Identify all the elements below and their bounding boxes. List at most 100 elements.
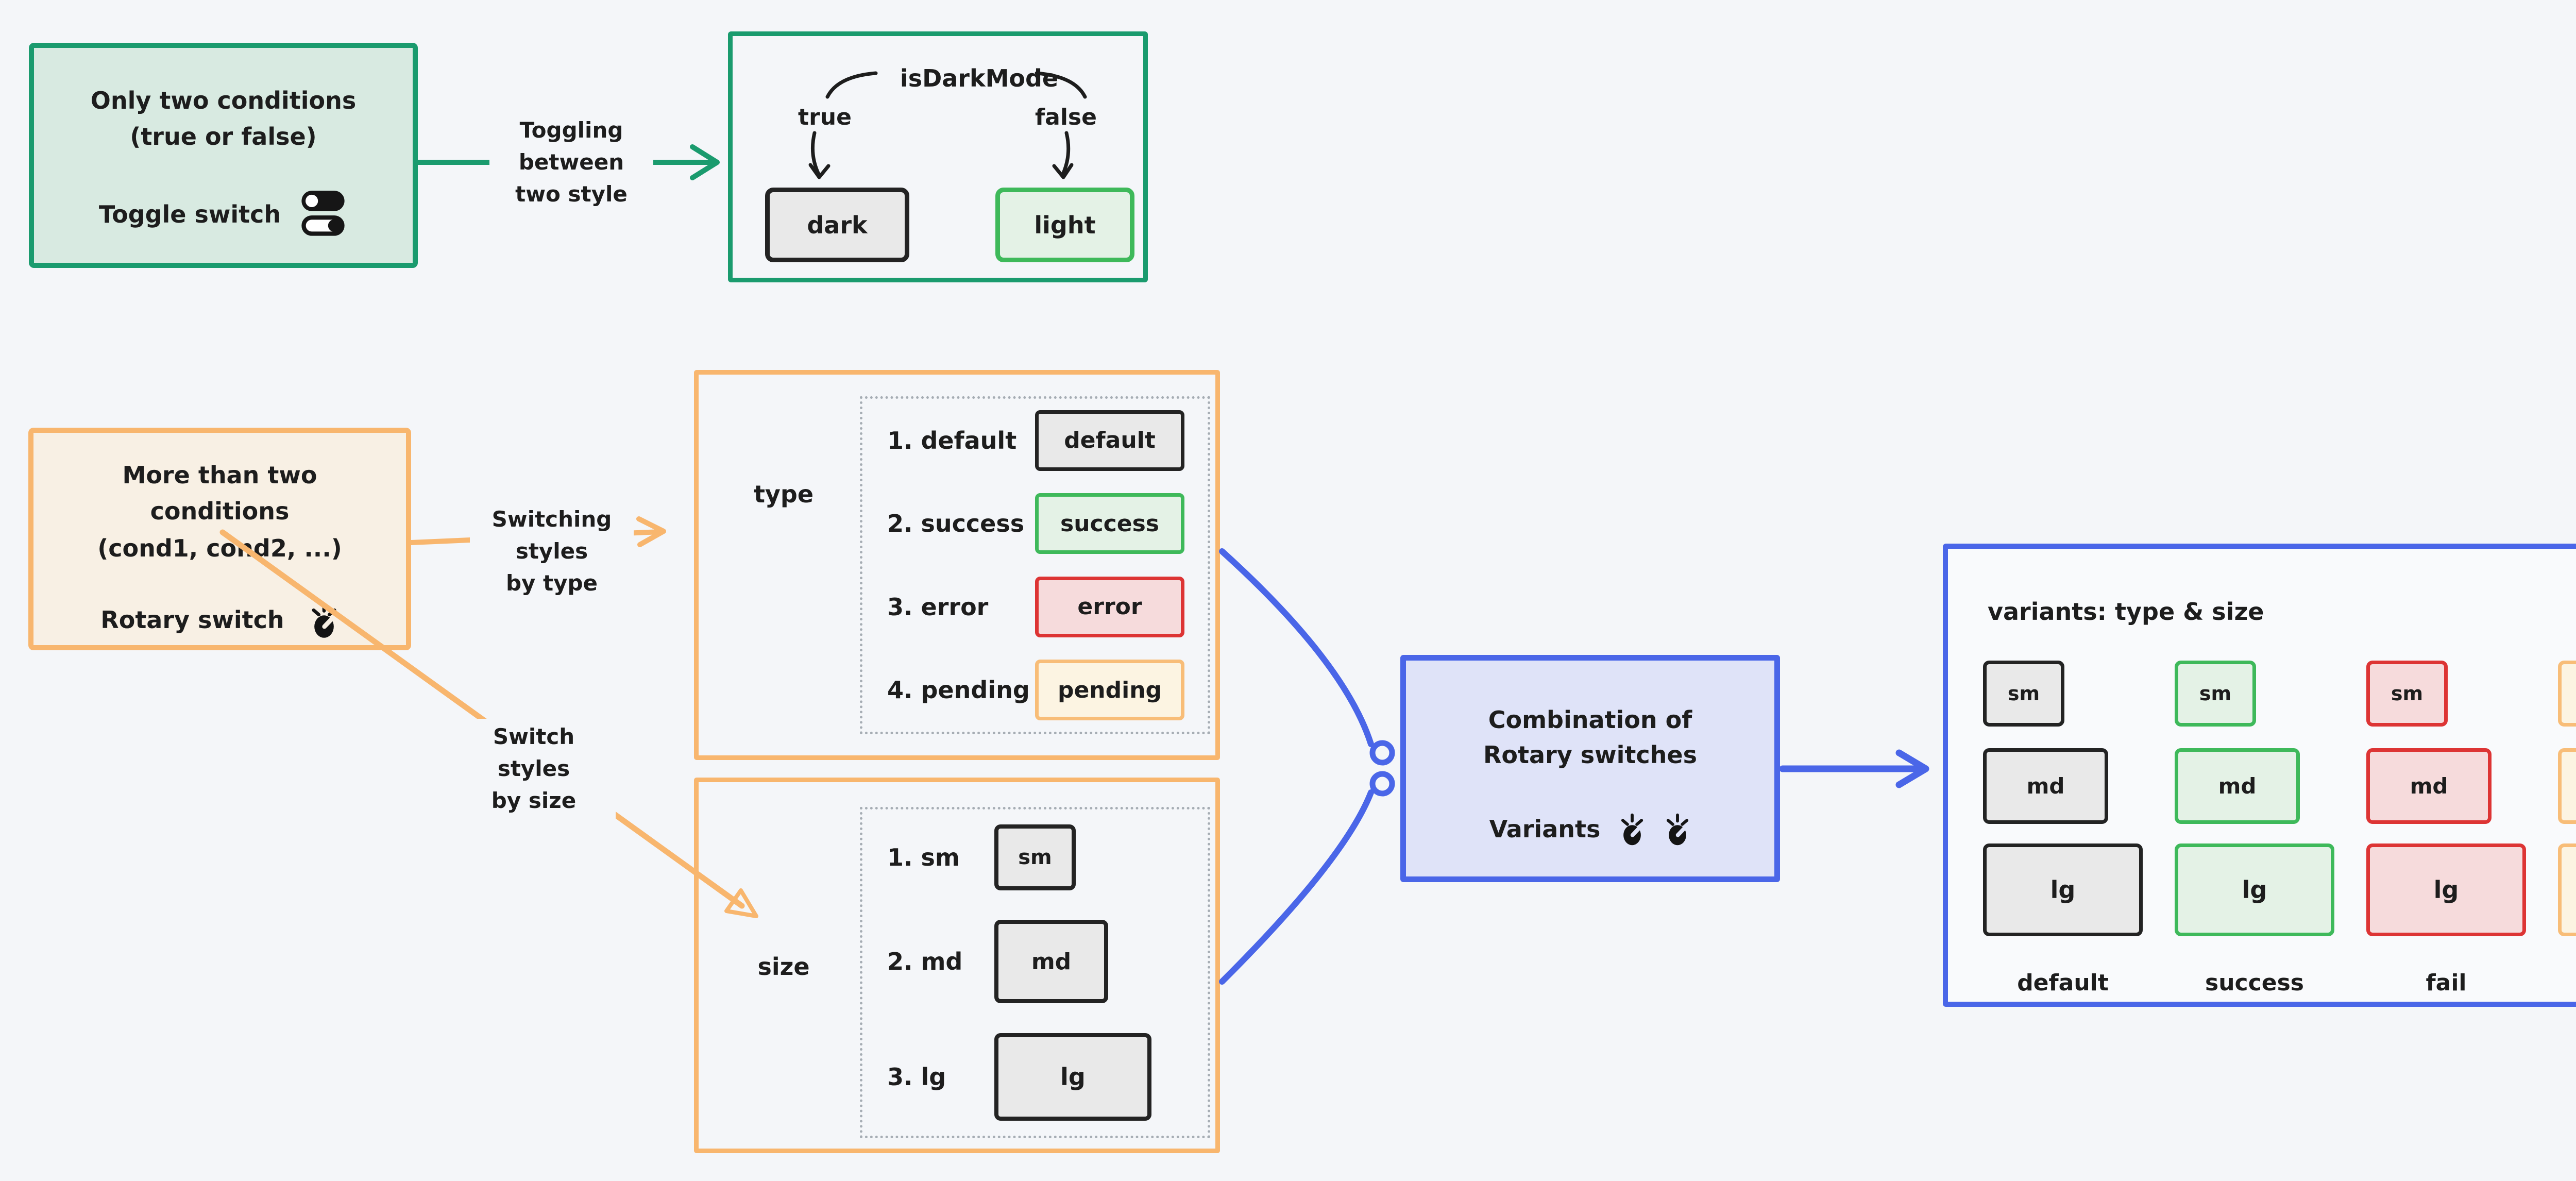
sm-button[interactable]: sm [994,824,1076,890]
rotary-box-line4: Rotary switch [100,606,284,634]
rotary-box-line4-row: Rotary switch [33,592,406,648]
variant-default-lg-button[interactable]: lg [1983,843,2143,936]
size-option-3-label: 3. lg [887,1063,946,1091]
type-option-row: 4. pending pending [862,660,1208,721]
light-button[interactable]: light [995,188,1134,262]
variant-success-lg-button[interactable]: lg [2175,843,2334,936]
variant-cell-label: lg [2242,876,2267,904]
size-option-row: 1. sm sm [862,824,1208,890]
type-arrow-label: Switching styles by type [470,501,634,601]
type-option-row: 3. error error [862,576,1208,637]
type-box-label: type [753,480,814,508]
variant-cell-label: lg [2433,876,2459,904]
size-arrow-label: Switch styles by size [452,719,616,819]
variant-pending-lg-button[interactable]: lg [2558,843,2576,936]
combination-arrowhead-icon [1895,749,1929,788]
combination-line1: Combination of [1488,706,1692,734]
size-arrow-label-line1: Switch [493,724,575,749]
toggling-arrowhead-icon [690,144,720,180]
variants-title: variants: type & size [1988,598,2264,626]
variant-cell-label: md [2218,773,2257,799]
variant-cell-label: md [2026,773,2065,799]
type-option-3-label: 3. error [887,593,989,621]
default-button-label: default [1064,427,1156,454]
md-button[interactable]: md [994,920,1108,1004]
combination-line3-row: Variants [1406,801,1774,857]
size-option-2-label: 2. md [887,948,963,976]
toggle-box-line1: Only two conditions [90,87,357,114]
toggle-box-line3-row: Toggle switch [34,186,413,243]
variant-default-sm-button[interactable]: sm [1983,661,2064,727]
combination-box: Combination of Rotary switches Variants [1400,655,1780,882]
success-button-label: success [1060,510,1159,537]
variant-cell-label: sm [2199,682,2232,705]
toggling-arrow-label: Toggling between two style [489,112,653,212]
pending-button[interactable]: pending [1035,660,1184,721]
error-button-label: error [1077,594,1142,620]
variant-column-label-default: default [2017,970,2109,996]
type-option-2-label: 2. success [887,510,1025,538]
variant-default-md-button[interactable]: md [1983,748,2108,824]
variant-column-label-success: success [2205,970,2304,996]
rotary-knob-icon [1619,812,1646,847]
variant-fail-md-button[interactable]: md [2366,748,2492,824]
dark-button-label: dark [807,211,868,239]
false-label: false [1035,104,1097,130]
dark-button[interactable]: dark [765,188,909,262]
type-to-combination-curve [1219,548,1374,747]
size-option-row: 3. lg lg [862,1033,1208,1121]
type-box: type 1. default default 2. success succe… [694,370,1220,760]
size-box: size 1. sm sm 2. md md 3. lg lg [694,778,1220,1153]
type-arrowhead-icon [636,516,666,547]
variant-pending-md-button[interactable]: md [2558,748,2576,824]
rotary-box-line2: conditions [150,497,290,525]
type-arrow-label-line2: styles [515,538,588,564]
size-option-row: 2. md md [862,920,1208,1004]
combination-line2: Rotary switches [1483,741,1697,769]
size-options-panel: 1. sm sm 2. md md 3. lg lg [860,807,1210,1138]
lg-button-label: lg [1060,1063,1086,1091]
variant-success-md-button[interactable]: md [2175,748,2300,824]
variant-cell-label: sm [2007,682,2040,705]
type-options-panel: 1. default default 2. success success 3.… [860,396,1210,734]
connector-endpoint-top [1369,740,1395,766]
size-box-label: size [757,953,810,981]
isdarkmode-label: isDarkMode [900,64,1059,92]
toggle-box-line2: (true or false) [130,123,317,150]
type-arrow-label-line3: by type [505,570,598,596]
true-label: true [798,104,852,130]
variant-fail-sm-button[interactable]: sm [2366,661,2448,727]
rotary-knob-icon [309,600,339,639]
variant-pending-sm-button[interactable]: sm [2558,661,2576,727]
type-option-1-label: 1. default [887,426,1017,454]
md-button-label: md [1031,948,1072,975]
toggle-box-line3: Toggle switch [98,200,281,228]
default-button[interactable]: default [1035,410,1184,471]
type-option-4-label: 4. pending [887,676,1030,704]
size-arrow-label-line2: styles [497,756,570,781]
connector-endpoint-bottom [1369,771,1395,797]
pending-button-label: pending [1057,677,1162,703]
variant-success-sm-button[interactable]: sm [2175,661,2256,727]
rotary-box-line1: More than two [122,461,317,489]
toggling-arrow-label-line2: between [518,149,624,175]
success-button[interactable]: success [1035,493,1184,554]
type-option-row: 1. default default [862,410,1208,471]
rotary-conditions-box: More than two conditions (cond1, cond2, … [28,428,411,650]
toggle-switch-icon [298,189,348,240]
combination-line3: Variants [1489,815,1601,843]
lg-button[interactable]: lg [994,1033,1151,1121]
size-to-combination-curve [1219,789,1374,985]
sm-button-label: sm [1018,845,1052,869]
variant-cell-label: sm [2391,682,2424,705]
rotary-box-line3: (cond1, cond2, ...) [97,534,342,562]
type-arrow-label-line1: Switching [492,507,612,532]
variant-cell-label: md [2410,773,2448,799]
variants-box: variants: type & size sm sm sm sm md md … [1943,544,2576,1007]
rotary-knob-icon [1664,812,1691,847]
error-button[interactable]: error [1035,576,1184,637]
variant-fail-lg-button[interactable]: lg [2366,843,2526,936]
toggling-arrow-label-line3: two style [515,181,628,207]
toggle-conditions-box: Only two conditions (true or false) Togg… [29,43,418,268]
